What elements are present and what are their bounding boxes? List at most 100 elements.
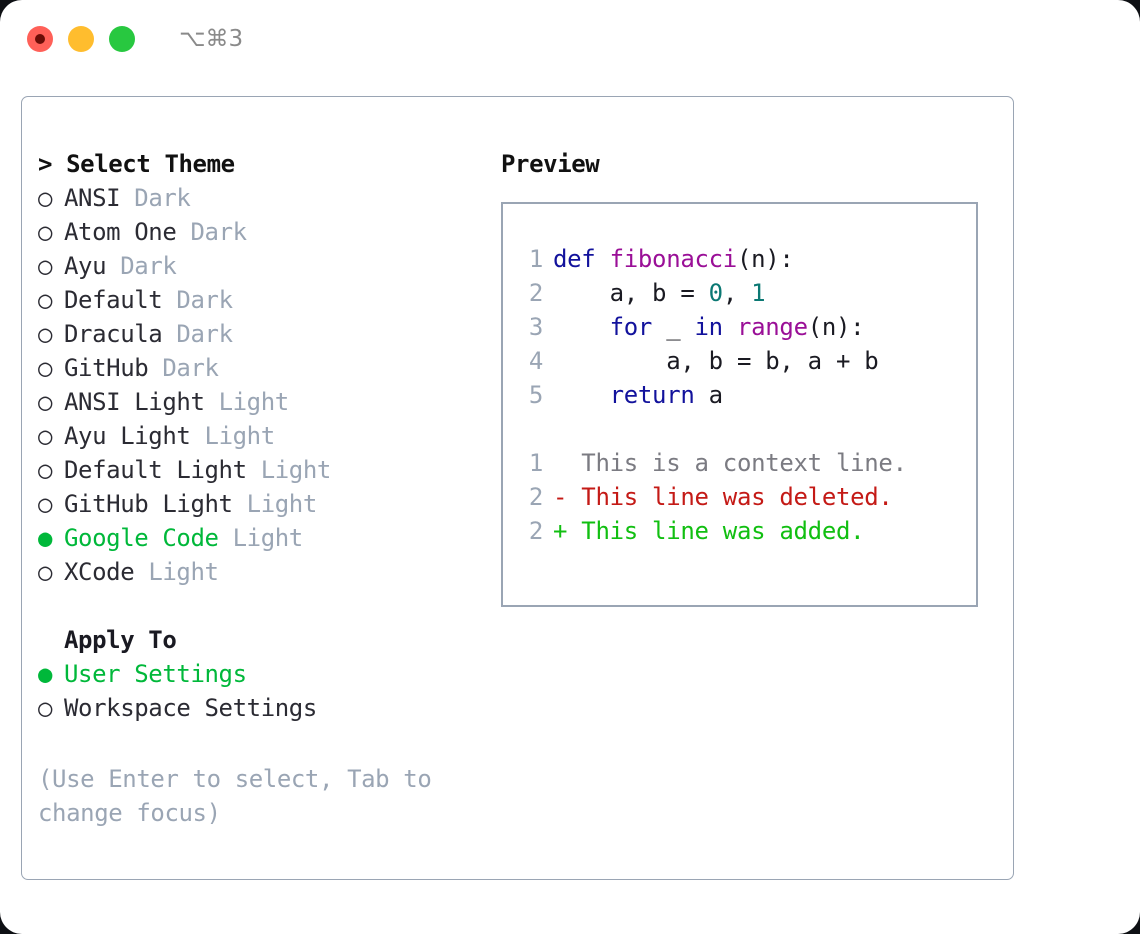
spacer	[205, 388, 219, 416]
theme-option[interactable]: ○ Default Dark	[38, 283, 493, 317]
code-token: a	[694, 381, 723, 409]
theme-name: Dracula	[64, 320, 163, 348]
line-number: 2	[528, 483, 543, 511]
theme-option[interactable]: ○ANSI Dark	[38, 181, 493, 215]
theme-option[interactable]: ○ ANSI Light Light	[38, 385, 493, 419]
theme-option[interactable]: ○ Default Light Light	[38, 453, 493, 487]
apply-to-option[interactable]: ●User Settings	[38, 657, 493, 691]
code-line: 2+ This line was added.	[519, 514, 976, 548]
spacer	[162, 320, 176, 348]
radio-unselected-icon: ○	[38, 286, 53, 314]
theme-option[interactable]: ○ Atom One Dark	[38, 215, 493, 249]
spacer	[162, 286, 176, 314]
theme-category: Dark	[162, 354, 219, 382]
theme-option[interactable]: ○GitHub Light Light	[38, 487, 493, 521]
radio-unselected-icon: ○	[38, 456, 53, 484]
theme-category: Dark	[120, 252, 177, 280]
keyboard-shortcut-label: ⌥⌘3	[179, 26, 244, 52]
spacer	[190, 422, 204, 450]
line-number: 2	[528, 279, 543, 307]
code-token	[595, 245, 609, 273]
theme-name: Ayu Light	[64, 422, 191, 450]
code-token: a, b =	[553, 279, 709, 307]
spacer	[219, 524, 233, 552]
theme-name: Default	[64, 286, 163, 314]
code-line: 2 a, b = 0, 1	[519, 276, 976, 310]
theme-option[interactable]: ○Ayu Dark	[38, 249, 493, 283]
theme-list[interactable]: ○ANSI Dark○Atom One Dark○Ayu Dark○Defaul…	[38, 181, 493, 589]
code-token: range	[736, 313, 808, 341]
apply-to-option[interactable]: ○ Workspace Settings	[38, 691, 493, 725]
code-line: 2 - This line was deleted.	[519, 480, 976, 514]
apply-to-header: Apply To	[64, 626, 177, 654]
code-token	[723, 313, 737, 341]
minimize-button[interactable]	[68, 26, 94, 52]
apply-to-label: Workspace Settings	[64, 694, 317, 722]
line-number: 3	[528, 313, 543, 341]
spacer	[134, 558, 148, 586]
spacer	[247, 456, 261, 484]
code-line	[519, 412, 976, 446]
line-number: 2	[528, 517, 543, 545]
theme-category: Dark	[176, 320, 233, 348]
apply-to-label: User Settings	[64, 660, 247, 688]
main-panel: > Select Theme ○ANSI Dark○Atom One Dark○…	[21, 96, 1014, 880]
code-line: 3 for _ in range(n):	[519, 310, 976, 344]
code-token: (n):	[807, 313, 865, 341]
theme-name: Atom One	[64, 218, 177, 246]
theme-category: Light	[204, 422, 276, 450]
apply-to-list[interactable]: ●User Settings ○ Workspace Settings	[38, 657, 493, 725]
theme-category: Light	[232, 524, 304, 552]
code-token: in	[694, 313, 724, 341]
code-line: 1 This is a context line.	[519, 446, 976, 480]
line-number: 1	[528, 245, 543, 273]
theme-name: ANSI	[64, 184, 121, 212]
radio-unselected-icon: ○	[38, 694, 53, 722]
theme-name: Google Code	[64, 524, 219, 552]
code-token: - This line was deleted.	[553, 483, 893, 511]
close-icon	[35, 34, 45, 44]
spacer	[233, 490, 247, 518]
code-token: This is a context line.	[553, 449, 907, 477]
radio-unselected-icon: ○	[38, 558, 53, 586]
theme-category: Light	[218, 388, 290, 416]
code-token: def	[553, 245, 596, 273]
code-token: _	[652, 313, 695, 341]
radio-unselected-icon: ○	[38, 218, 53, 246]
spacer	[106, 252, 120, 280]
theme-name: GitHub Light	[64, 490, 233, 518]
code-line: 5 return a	[519, 378, 976, 412]
code-token	[553, 313, 610, 341]
code-line: 4 a, b = b, a + b	[519, 344, 976, 378]
line-number: 5	[528, 381, 543, 409]
theme-option[interactable]: ● Google Code Light	[38, 521, 493, 555]
theme-category: Dark	[190, 218, 247, 246]
theme-name: GitHub	[64, 354, 149, 382]
maximize-button[interactable]	[109, 26, 135, 52]
code-token: (n):	[736, 245, 794, 273]
theme-name: ANSI Light	[64, 388, 205, 416]
code-token: 1	[751, 279, 766, 307]
preview-title: Preview	[501, 150, 600, 178]
theme-option[interactable]: ○Dracula Dark	[38, 317, 493, 351]
theme-option[interactable]: ○GitHub Dark	[38, 351, 493, 385]
select-theme-header: > Select Theme	[38, 150, 235, 178]
traffic-lights	[27, 26, 135, 52]
theme-option[interactable]: ○Ayu Light Light	[38, 419, 493, 453]
radio-unselected-icon: ○	[38, 388, 53, 416]
theme-category: Light	[148, 558, 219, 586]
radio-selected-icon: ●	[38, 524, 53, 552]
theme-category: Light	[246, 490, 318, 518]
theme-category: Light	[260, 456, 332, 484]
close-button[interactable]	[27, 26, 53, 52]
theme-option[interactable]: ○XCode Light	[38, 555, 493, 589]
code-token: return	[609, 381, 695, 409]
theme-name: Default Light	[64, 456, 247, 484]
code-token	[553, 381, 610, 409]
theme-category: Dark	[176, 286, 233, 314]
